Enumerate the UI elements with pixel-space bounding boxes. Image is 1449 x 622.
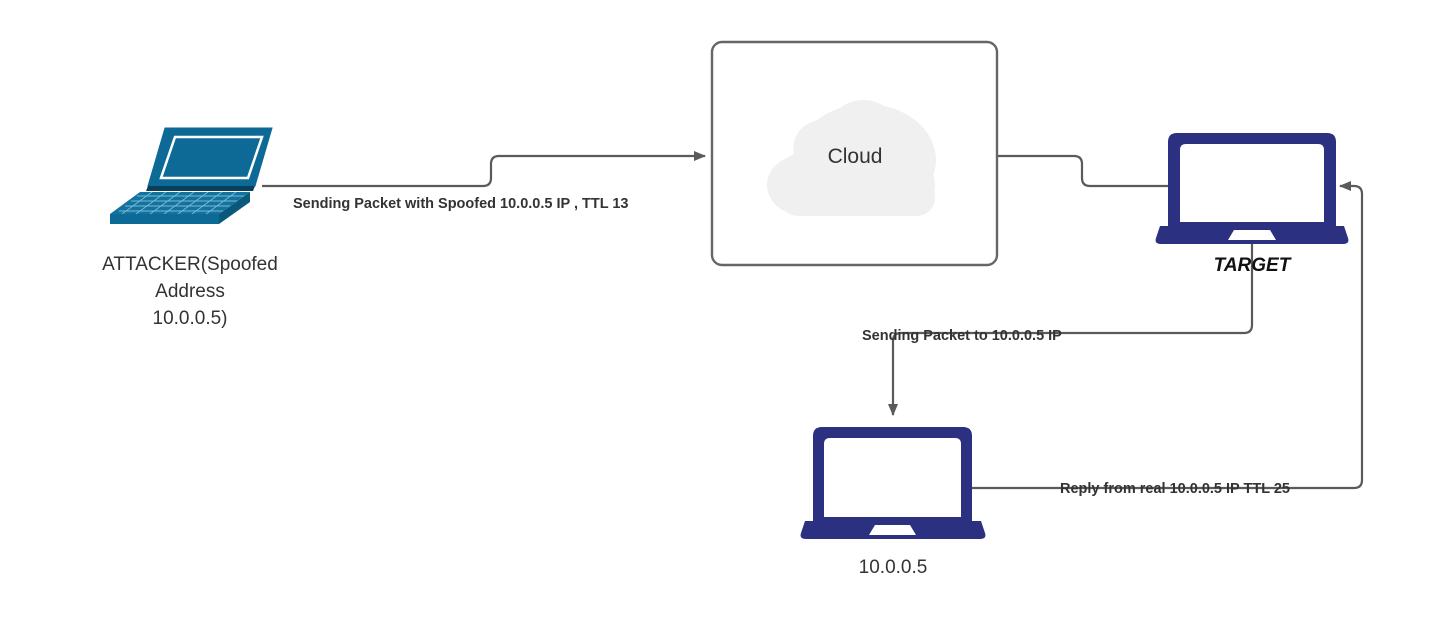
laptop-icon (1155, 133, 1349, 244)
node-target[interactable]: TARGET (1155, 133, 1349, 276)
edge-victim-to-target (972, 181, 1364, 490)
edge-target-to-victim (888, 240, 1254, 416)
laptop-icon (800, 427, 986, 539)
node-attacker[interactable]: ATTACKER(Spoofed Address 10.0.0.5) (102, 127, 278, 329)
node-cloud[interactable]: Cloud (710, 40, 999, 267)
edge-line (262, 151, 706, 188)
edge-cloud-to-target (997, 154, 1168, 188)
edge-label-victim-to-target: Reply from real 10.0.0.5 IP TTL 25 (1060, 481, 1290, 497)
victim-label: 10.0.0.5 (859, 557, 928, 578)
cloud-label: Cloud (828, 145, 883, 168)
edge-line (997, 154, 1168, 188)
attacker-label-line-2: Address (155, 281, 225, 302)
node-victim[interactable]: 10.0.0.5 (800, 427, 986, 578)
edge-label-target-to-victim: Sending Packet to 10.0.0.5 IP (862, 328, 1062, 344)
cloud-icon (767, 100, 936, 216)
attacker-label-line-3: 10.0.0.5) (153, 308, 228, 329)
edge-line (888, 240, 1254, 416)
edge-label-attacker-to-cloud: Sending Packet with Spoofed 10.0.0.5 IP … (293, 196, 628, 212)
target-label: TARGET (1214, 255, 1292, 276)
edge-attacker-to-cloud (262, 151, 706, 188)
laptop-isometric-icon (110, 127, 273, 224)
attacker-label-line-1: ATTACKER(Spoofed (102, 254, 278, 275)
edge-line (972, 181, 1364, 490)
